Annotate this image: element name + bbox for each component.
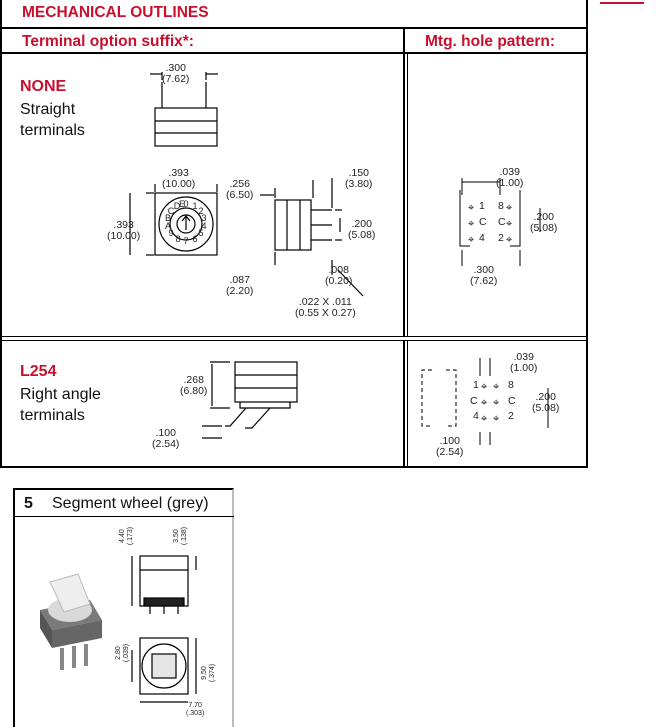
mtg-col-spacing: .300 (7.62) bbox=[470, 264, 498, 287]
mtg-pin-right-2: C bbox=[498, 216, 506, 228]
sw-dim-3: 2.80 (.039) bbox=[115, 643, 131, 663]
mtg-pin-left-3: 4 bbox=[479, 232, 485, 244]
svg-text:⌖: ⌖ bbox=[493, 397, 499, 409]
mtg2-pin-left-1: 1 bbox=[473, 379, 479, 391]
column-divider-b bbox=[403, 340, 405, 468]
row-divider bbox=[0, 336, 588, 337]
svg-text:⌖: ⌖ bbox=[493, 381, 499, 393]
mtg-pin-left-2: C bbox=[479, 216, 487, 228]
header-row-rule bbox=[0, 52, 588, 54]
mtg-pattern-straight: ⌖ ⌖ ⌖ ⌖ ⌖ ⌖ bbox=[459, 178, 541, 266]
dim-l254-height: .268 (6.80) bbox=[180, 374, 208, 397]
mtg2-pin-right-1: 8 bbox=[508, 379, 514, 391]
svg-text:⌖: ⌖ bbox=[506, 218, 512, 230]
frame-left bbox=[0, 27, 2, 468]
svg-text:⌖: ⌖ bbox=[481, 397, 487, 409]
svg-text:1: 1 bbox=[192, 201, 197, 211]
segment-wheel-number: 5 bbox=[24, 495, 33, 512]
segment-wheel-title: Segment wheel (grey) bbox=[52, 495, 209, 512]
segment-wheel-photo bbox=[40, 573, 102, 670]
dim-terminal-thickness: .008 (0.20) bbox=[325, 264, 353, 287]
svg-text:⌖: ⌖ bbox=[481, 381, 487, 393]
right-angle-terminal-drawing bbox=[202, 361, 298, 439]
mtg-hole-diameter: .039 (1.00) bbox=[496, 166, 524, 189]
mtg2-row-spacing: .200 (5.08) bbox=[532, 391, 560, 414]
dial-digits: 0 1 2 3 4 5 6 7 8 9 A B C D E bbox=[165, 199, 207, 246]
svg-text:8: 8 bbox=[175, 234, 180, 244]
mtg-pin-right-1: 8 bbox=[498, 200, 504, 212]
mtg2-col-spacing: .100 (2.54) bbox=[436, 435, 464, 458]
svg-text:D: D bbox=[174, 201, 181, 211]
sw-dim-1: 4.40 (.173) bbox=[119, 526, 135, 546]
mtg-pin-left-1: 1 bbox=[479, 200, 485, 212]
segment-wheel-drawing bbox=[131, 555, 197, 703]
mtg2-pin-left-2: C bbox=[470, 395, 478, 407]
dim-standoff: .087 (2.20) bbox=[226, 274, 254, 297]
svg-text:⌖: ⌖ bbox=[468, 218, 474, 230]
title-under-rule bbox=[0, 0, 2, 28]
frame-right bbox=[586, 0, 588, 468]
svg-text:⌖: ⌖ bbox=[506, 202, 512, 214]
svg-text:⌖: ⌖ bbox=[468, 234, 474, 246]
svg-text:6: 6 bbox=[192, 234, 197, 244]
dim-overall-height: .256 (6.50) bbox=[226, 178, 254, 201]
segment-wheel-panel bbox=[13, 488, 234, 727]
option-description-straight: Straight terminals bbox=[20, 101, 85, 139]
svg-text:C: C bbox=[168, 206, 175, 216]
col-header-terminal: Terminal option suffix*: bbox=[22, 33, 194, 50]
straight-terminal-drawing: 0 1 2 3 4 5 6 7 8 9 A B C D E bbox=[129, 72, 364, 297]
svg-text:⌖: ⌖ bbox=[493, 413, 499, 425]
dim-body-width: .393 (10.00) bbox=[162, 167, 196, 190]
top-side-view bbox=[150, 72, 218, 147]
svg-text:⌖: ⌖ bbox=[481, 413, 487, 425]
column-divider-b2 bbox=[407, 340, 408, 468]
mtg-pattern-right-angle: ⌖ ⌖ ⌖ ⌖ ⌖ ⌖ bbox=[421, 358, 549, 445]
dial-front-view bbox=[129, 184, 218, 256]
dim-l254-offset: .100 (2.54) bbox=[152, 427, 180, 450]
row-divider-2 bbox=[0, 340, 588, 341]
svg-text:B: B bbox=[165, 213, 171, 223]
svg-text:⌖: ⌖ bbox=[468, 202, 474, 214]
dial-digit: 0 bbox=[183, 199, 188, 209]
table-top-border bbox=[0, 27, 588, 29]
sw-dim-2: 3.50 (.138) bbox=[173, 526, 189, 546]
column-divider-a bbox=[403, 27, 405, 337]
svg-text:E: E bbox=[179, 199, 185, 209]
option-suffix-none: NONE bbox=[20, 78, 67, 95]
mtg-row-spacing: .200 (5.08) bbox=[530, 211, 558, 234]
svg-text:4: 4 bbox=[201, 221, 206, 231]
sw-dim-4: 9.50 (.374) bbox=[201, 663, 217, 683]
svg-text:3: 3 bbox=[201, 213, 206, 223]
svg-text:7: 7 bbox=[183, 236, 188, 246]
option-suffix-l254: L254 bbox=[20, 363, 57, 380]
svg-text:5: 5 bbox=[198, 228, 203, 238]
mtg2-pin-right-2: C bbox=[508, 395, 516, 407]
sw-dim-5: 7.70 (.303) bbox=[186, 702, 205, 717]
segment-wheel-title-rule bbox=[13, 516, 234, 517]
dim-body-height: .393 (10.00) bbox=[107, 219, 141, 242]
dim-terminal-size: .022 X .011 (0.55 X 0.27) bbox=[295, 296, 356, 319]
dim-pitch-top: .300 (7.62) bbox=[162, 62, 190, 85]
column-divider-a2 bbox=[407, 54, 408, 337]
option-description-right-angle: Right angle terminals bbox=[20, 386, 101, 424]
svg-text:9: 9 bbox=[168, 228, 173, 238]
mtg2-hole-diameter: .039 (1.00) bbox=[510, 351, 538, 374]
svg-text:⌖: ⌖ bbox=[506, 234, 512, 246]
corner-mark bbox=[600, 2, 644, 4]
svg-text:A: A bbox=[165, 221, 171, 231]
mtg2-pin-left-3: 4 bbox=[473, 410, 479, 422]
mtg2-pin-right-3: 2 bbox=[508, 410, 514, 422]
frame-bottom bbox=[0, 466, 588, 468]
col-header-mtg: Mtg. hole pattern: bbox=[425, 33, 556, 50]
dim-terminal-length: .150 (3.80) bbox=[345, 167, 373, 190]
svg-text:2: 2 bbox=[198, 206, 203, 216]
side-view bbox=[260, 178, 364, 297]
dim-terminal-spacing: .200 (5.08) bbox=[348, 218, 376, 241]
section-title: MECHANICAL OUTLINES bbox=[22, 4, 209, 21]
mtg-pin-right-3: 2 bbox=[498, 232, 504, 244]
